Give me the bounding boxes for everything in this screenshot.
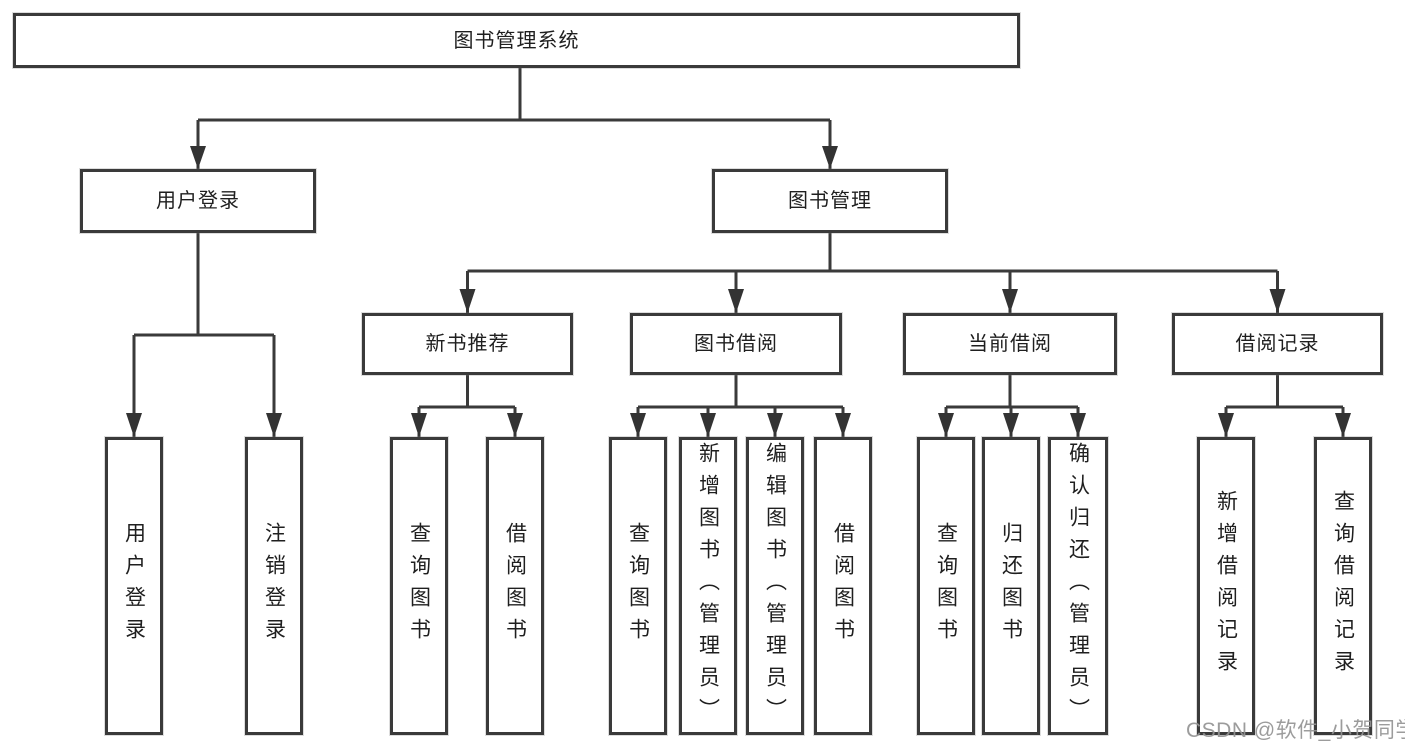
node-label: 图书管理系统 [453, 29, 580, 52]
leaf-edit-books-admin: 编辑图书（管理员） [746, 437, 804, 735]
node-label: 用户登录 [122, 522, 146, 650]
node-label: 借阅图书 [503, 522, 527, 650]
node-user-login: 用户登录 [80, 169, 316, 233]
node-label: 查询图书 [934, 522, 958, 650]
leaf-return-books: 归还图书 [982, 437, 1040, 735]
node-current-borrowing: 当前借阅 [903, 313, 1117, 375]
node-label: 图书管理 [788, 190, 872, 212]
leaf-current-query-books: 查询图书 [917, 437, 975, 735]
node-label: 编辑图书（管理员） [763, 442, 787, 730]
leaf-recommend-query-books: 查询图书 [390, 437, 448, 735]
node-label: 查询图书 [407, 522, 431, 650]
node-label: 新书推荐 [425, 333, 510, 355]
node-label: 查询图书 [626, 522, 650, 650]
node-borrowing-records: 借阅记录 [1172, 313, 1383, 375]
node-label: 新增借阅记录 [1214, 490, 1238, 682]
node-book-borrowing: 图书借阅 [630, 313, 842, 375]
node-label: 新增图书（管理员） [696, 442, 720, 730]
node-label: 确认归还（管理员） [1066, 442, 1090, 730]
node-library-management-system: 图书管理系统 [13, 13, 1020, 68]
node-label: 借阅图书 [831, 522, 855, 650]
leaf-borrowing-query-books: 查询图书 [609, 437, 667, 735]
leaf-add-books-admin: 新增图书（管理员） [679, 437, 737, 735]
node-new-book-recommendation: 新书推荐 [362, 313, 573, 375]
node-label: 归还图书 [999, 522, 1023, 650]
node-label: 用户登录 [156, 190, 240, 212]
node-label: 查询借阅记录 [1331, 490, 1355, 682]
node-label: 借阅记录 [1235, 333, 1320, 355]
leaf-recommend-borrow-books: 借阅图书 [486, 437, 544, 735]
node-label: 图书借阅 [694, 333, 778, 355]
node-book-management: 图书管理 [712, 169, 948, 233]
leaf-logout: 注销登录 [245, 437, 303, 735]
leaf-confirm-return-admin: 确认归还（管理员） [1048, 437, 1108, 735]
leaf-user-login: 用户登录 [105, 437, 163, 735]
leaf-add-borrow-record: 新增借阅记录 [1197, 437, 1255, 735]
node-label: 当前借阅 [968, 333, 1052, 355]
leaf-borrow-books: 借阅图书 [814, 437, 872, 735]
connector-path [132, 68, 1345, 437]
leaf-query-borrow-record: 查询借阅记录 [1314, 437, 1372, 735]
csdn-watermark: CSDN @软件_小贺同学 [1186, 719, 1405, 742]
arrowheads [126, 146, 1351, 437]
node-label: 注销登录 [262, 522, 286, 650]
